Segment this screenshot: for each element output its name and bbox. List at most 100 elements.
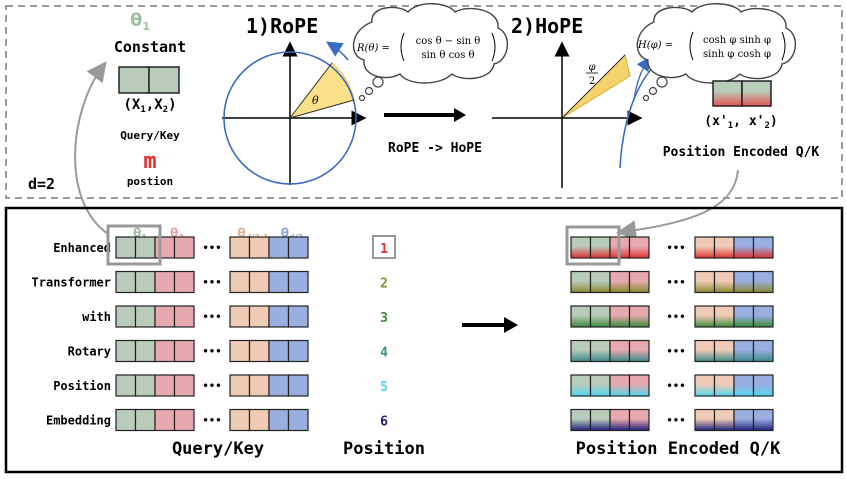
qk-cell [268,339,290,363]
rope-circle-diagram [222,41,367,185]
ellipsis: ••• [202,243,221,254]
hope-matrix-row1: cosh φ sinh φ [703,35,771,46]
rope-matrix-left-paren [400,32,405,62]
qk-cell [134,339,156,363]
encoded-cell [733,374,755,397]
encoded-cell [733,339,755,363]
qk-cell [268,270,290,294]
encoded-pair-label: (x'1, x'2) [704,114,777,131]
qk-cell [173,339,195,363]
ellipsis: ••• [202,312,221,323]
ellipsis: ••• [666,278,685,289]
qk-cell [248,236,270,259]
encoded-cell [713,270,735,294]
token-row: Embedding•••6••• [46,408,774,432]
theta1-label: θ1 [130,10,150,33]
qk-cell [268,374,290,397]
position-number: 5 [380,380,388,395]
encoded-cell [589,305,611,328]
encoded-cell [589,374,611,397]
encoded-cell [570,339,592,363]
qk-cell [287,408,309,432]
qk-cell [134,236,156,259]
qk-cell [248,408,270,432]
qk-cell [248,339,270,363]
top-panel-border [5,5,843,199]
encoded-cell [609,374,631,397]
ellipsis: ••• [202,416,221,427]
encoded-cell [694,270,716,294]
encoded-cell [752,408,774,432]
ellipsis: ••• [202,381,221,392]
rope-to-hope-label: RoPE -> HoPE [388,141,482,156]
encoded-cell [628,270,650,294]
qk-cell [229,339,251,363]
rope-formula-bubble [352,3,508,102]
rope-to-hope-arrowhead [454,108,466,122]
qk-cell [154,374,176,397]
rope-matrix-row2: sin θ cos θ [421,50,474,61]
encoded-cell [752,374,774,397]
position-number: 3 [380,311,388,326]
encoded-cell [752,236,774,259]
ellipsis: ••• [666,381,685,392]
qk-cell [229,374,251,397]
hope-matrix-row2: sinh φ cosh φ [703,49,771,60]
rope-title: 1)RoPE [246,14,318,38]
qk-cell [287,236,309,259]
hope-hyperbola-diagram [492,41,655,188]
encoded-highlight-box [565,225,621,266]
qk-cell [115,408,137,432]
encoded-cell [733,236,755,259]
encoded-label-top: Position Encoded Q/K [663,145,820,160]
qk-cell [248,270,270,294]
ellipsis: ••• [666,312,685,323]
svg-text:φ: φ [588,62,595,73]
encoded-cell [752,305,774,328]
encoded-cell [694,374,716,397]
encoded-cell [589,339,611,363]
qk-cell [229,236,251,259]
encoded-cell [570,236,592,259]
qk-cell [115,305,137,328]
encoded-cell [694,305,716,328]
token-word: Position [53,379,111,393]
token-word: with [82,310,111,324]
rope-formula-lhs: R(θ) = [356,43,390,54]
encoded-cell [733,408,755,432]
encoded-cell [589,408,611,432]
encoded-cell [570,270,592,294]
qk-cell [229,408,251,432]
theta-link-arrow [74,61,109,235]
position-label-top: postion [127,175,173,188]
qk-cell [173,374,195,397]
qk-cell [287,374,309,397]
ellipsis: ••• [202,278,221,289]
qk-cell [115,339,137,363]
token-word: Embedding [46,414,111,428]
qk-cell [154,408,176,432]
qk-cell [115,236,137,259]
m-label: m [143,149,156,174]
qk-cell [134,270,156,294]
ellipsis: ••• [666,347,685,358]
qk-cell [115,270,137,294]
hope-matrix-left-paren [689,31,694,61]
position-1-box [372,235,396,259]
encoded-cell [628,236,650,259]
qk-cell [268,408,290,432]
encoded-cell [628,374,650,397]
rope-matrix-row1: cos θ − sin θ [416,36,481,47]
encoded-cell [589,270,611,294]
token-word: Enhanced [53,241,111,255]
rope-angle-label: θ [312,94,319,107]
hope-formula-lhs: H(φ) = [637,40,673,51]
encoded-cell [752,339,774,363]
query-key-label-top: Query/Key [120,129,180,142]
ellipsis: ••• [666,243,685,254]
ellipsis: ••• [666,416,685,427]
svg-text:θ1: θ1 [130,10,150,33]
encoded-cell [628,305,650,328]
encoded-cell [713,236,735,259]
